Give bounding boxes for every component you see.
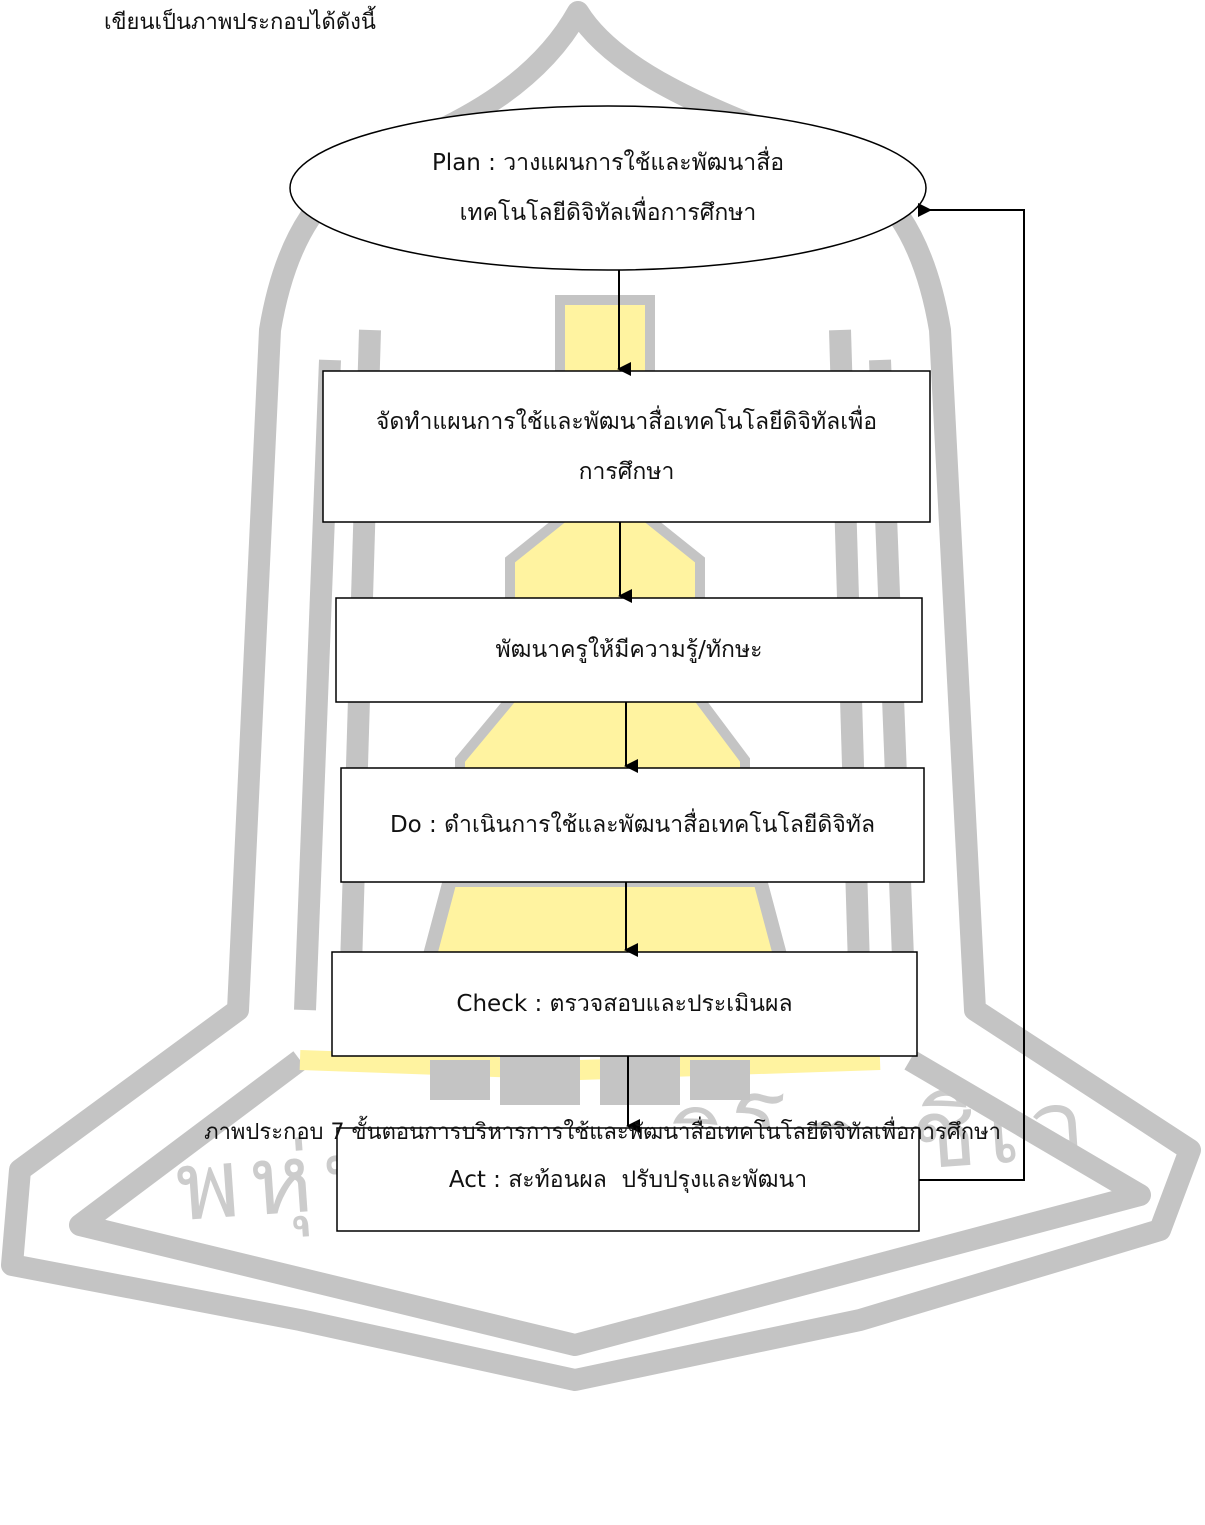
figure-caption: ภาพประกอบ 7 ขั้นตอนการบริหารการใช้และพัฒ… <box>40 1118 1165 1148</box>
node-do-label: Do : ดำเนินการใช้และพัฒนาสื่อเทคโนโลยีดิ… <box>341 768 924 882</box>
node-plan-document-line1: จัดทำแผนการใช้และพัฒนาสื่อเทคโนโลยีดิจิท… <box>376 397 877 447</box>
node-act-line1: Act : สะท้อนผล ปรับปรุงและพัฒนา <box>449 1155 807 1205</box>
node-check-line1: Check : ตรวจสอบและประเมินผล <box>456 979 792 1029</box>
node-train-teachers-label: พัฒนาครูให้มีความรู้/ทักษะ <box>336 598 922 702</box>
node-plan-document-line2: การศึกษา <box>376 447 877 497</box>
node-plan-label: Plan : วางแผนการใช้และพัฒนาสื่อ เทคโนโลย… <box>330 130 886 246</box>
arrow-act-feedback-to-plan <box>919 210 1024 1180</box>
node-plan-line1: Plan : วางแผนการใช้และพัฒนาสื่อ <box>432 138 784 188</box>
node-train-teachers-line1: พัฒนาครูให้มีความรู้/ทักษะ <box>496 625 763 675</box>
node-do-line1: Do : ดำเนินการใช้และพัฒนาสื่อเทคโนโลยีดิ… <box>390 800 875 850</box>
node-plan-document-label: จัดทำแผนการใช้และพัฒนาสื่อเทคโนโลยีดิจิท… <box>323 371 930 522</box>
node-plan-line2: เทคโนโลยีดิจิทัลเพื่อการศึกษา <box>432 188 784 238</box>
node-check-label: Check : ตรวจสอบและประเมินผล <box>332 952 917 1056</box>
